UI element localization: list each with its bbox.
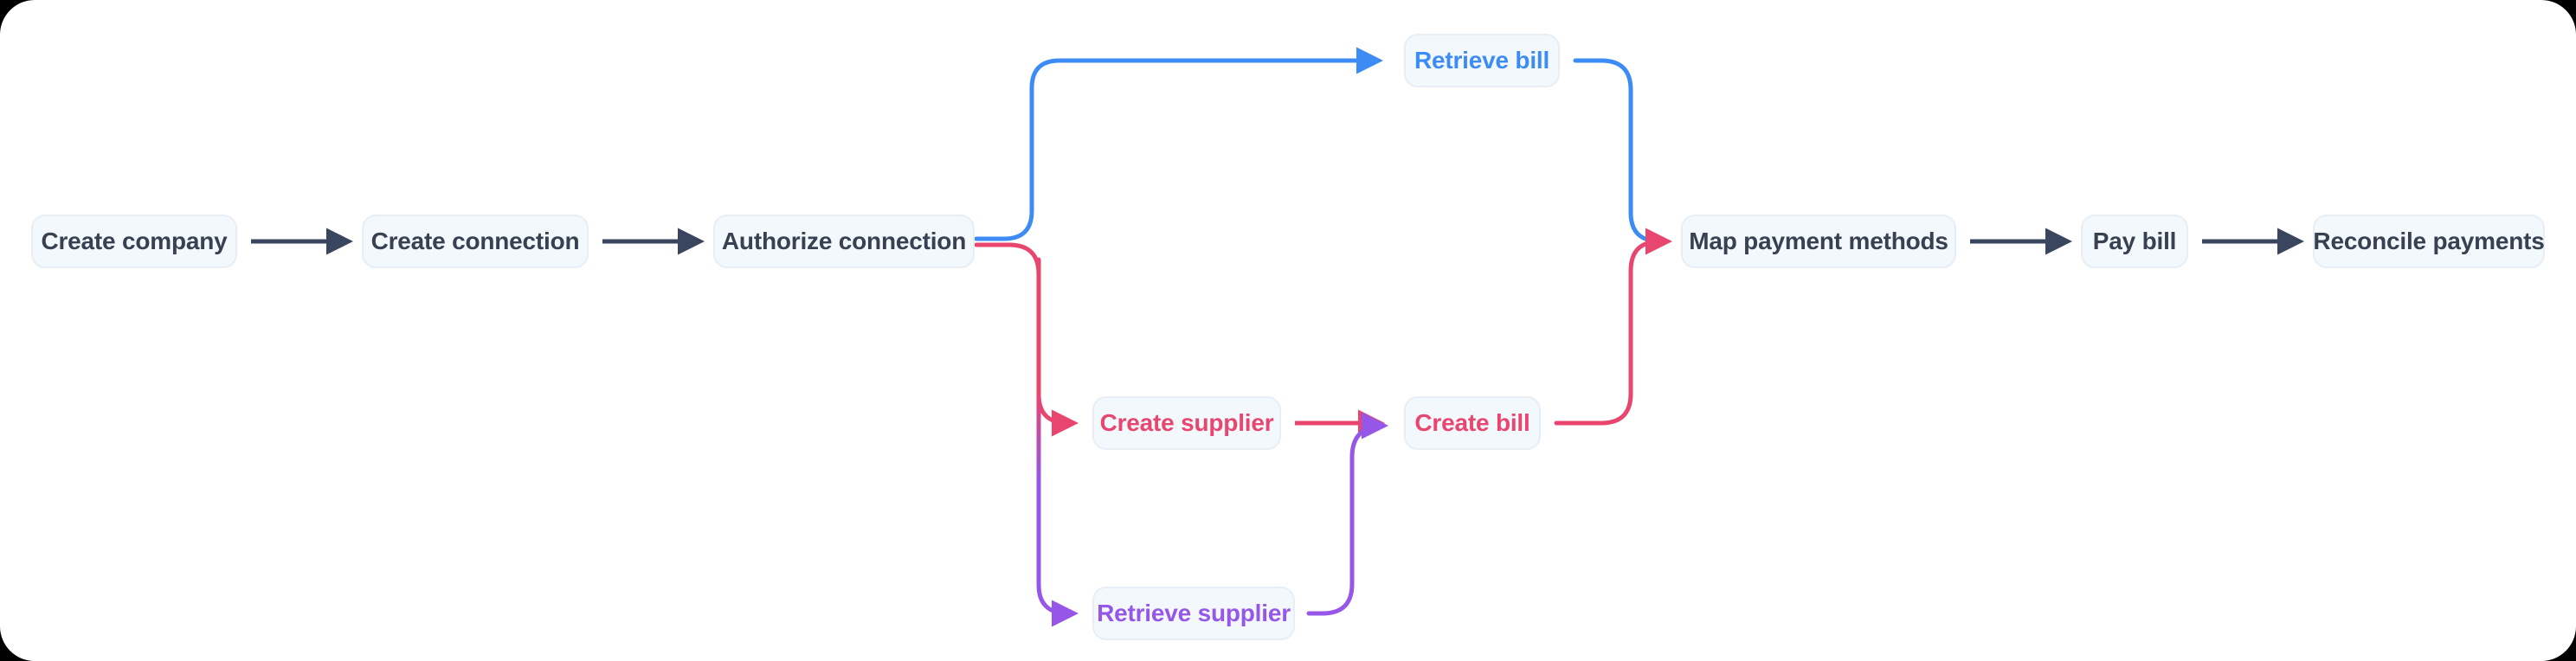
node-map-payment-methods[interactable]: Map payment methods [1681, 215, 1956, 268]
edge-authorize-connection-to-retrieve-supplier [1036, 257, 1079, 627]
node-retrieve-bill[interactable]: Retrieve bill [1404, 34, 1560, 87]
node-reconcile-payments[interactable]: Reconcile payments [2313, 215, 2545, 268]
node-label: Pay bill [2092, 228, 2177, 254]
node-label: Retrieve supplier [1097, 600, 1291, 626]
edge-authorize-connection-to-create-supplier [974, 242, 1079, 437]
node-authorize-connection[interactable]: Authorize connection [713, 215, 975, 268]
node-retrieve-supplier[interactable]: Retrieve supplier [1092, 587, 1295, 640]
node-label: Retrieve bill [1414, 47, 1550, 74]
node-label: Create connection [370, 228, 580, 254]
node-label: Create bill [1414, 409, 1530, 436]
node-create-supplier[interactable]: Create supplier [1092, 396, 1281, 450]
node-create-bill[interactable]: Create bill [1404, 396, 1541, 450]
node-label: Authorize connection [721, 228, 967, 254]
edge-retrieve-supplier-to-create-bill [1306, 413, 1388, 616]
edge-authorize-connection-to-retrieve-bill [974, 47, 1384, 241]
node-create-company[interactable]: Create company [31, 215, 237, 268]
node-create-connection[interactable]: Create connection [362, 215, 589, 268]
node-label: Create supplier [1099, 409, 1274, 436]
node-label: Map payment methods [1689, 228, 1948, 254]
node-pay-bill[interactable]: Pay bill [2081, 215, 2188, 268]
edge-create-bill-to-map-payment-methods [1554, 228, 1673, 426]
node-label: Reconcile payments [2313, 228, 2545, 254]
node-label: Create company [41, 228, 228, 254]
edge-retrieve-bill-to-map-payment-methods [1573, 58, 1668, 244]
